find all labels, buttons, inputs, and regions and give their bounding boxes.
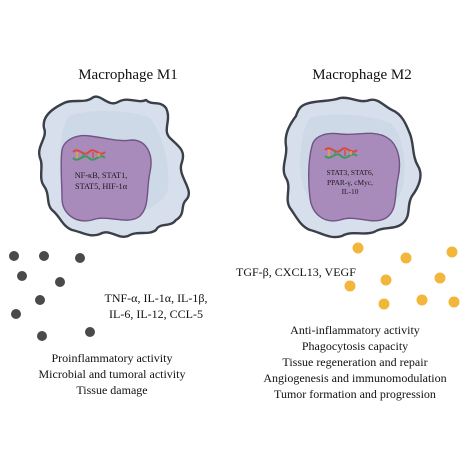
m2-particle bbox=[416, 294, 428, 306]
m2-cell bbox=[282, 96, 422, 239]
m1-particle bbox=[35, 295, 45, 305]
m2-particle bbox=[446, 246, 458, 258]
m2-activity: Angiogenesis and immunomodulation bbox=[263, 371, 447, 385]
m1-activity: Tissue damage bbox=[76, 383, 148, 397]
m2-activity: Anti-inflammatory activity bbox=[290, 323, 420, 337]
m2-nucleus-line: STAT3, STAT6, bbox=[326, 168, 374, 177]
m2-activities: Anti-inflammatory activity Phagocytosis … bbox=[236, 322, 474, 402]
m2-particle bbox=[400, 252, 412, 264]
m2-title: Macrophage M2 bbox=[312, 67, 412, 83]
dna-icon bbox=[324, 147, 358, 159]
m1-particles bbox=[9, 251, 95, 341]
m2-particle bbox=[378, 298, 390, 310]
m1-transcription-factors: NF-κB, STAT1, STAT5, HIF-1α bbox=[58, 170, 144, 192]
dna-icon bbox=[72, 149, 106, 161]
m1-title: Macrophage M1 bbox=[78, 67, 178, 83]
m2-cytokines: TGF-β, CXCL13, VEGF bbox=[236, 265, 356, 279]
m2-particles bbox=[344, 242, 460, 310]
m1-activity: Proinflammatory activity bbox=[51, 351, 173, 365]
m1-activities: Proinflammatory activity Microbial and t… bbox=[0, 350, 224, 398]
m2-particle bbox=[380, 274, 392, 286]
m2-activity: Phagocytosis capacity bbox=[301, 339, 409, 353]
m2-particle bbox=[352, 242, 364, 254]
m2-nucleus-line: IL-10 bbox=[341, 187, 359, 196]
m1-particle bbox=[55, 277, 65, 287]
m1-nucleus-line: STAT5, HIF-1α bbox=[74, 182, 128, 191]
m1-nucleus-line: NF-κB, STAT1, bbox=[74, 171, 128, 180]
m1-particle bbox=[39, 251, 49, 261]
m1-particle bbox=[11, 309, 21, 319]
m1-cytokine-line: IL-6, IL-12, CCL-5 bbox=[109, 307, 203, 321]
m1-activity: Microbial and tumoral activity bbox=[38, 367, 186, 381]
m2-nucleus bbox=[307, 132, 401, 222]
m1-cell bbox=[37, 95, 190, 239]
m2-particle bbox=[434, 272, 446, 284]
m1-particle bbox=[37, 331, 47, 341]
m1-particle bbox=[85, 327, 95, 337]
m2-activity: Tumor formation and progression bbox=[274, 387, 436, 401]
m1-particle bbox=[75, 253, 85, 263]
m2-particle bbox=[448, 296, 460, 308]
m1-particle bbox=[9, 251, 19, 261]
m1-particle bbox=[17, 271, 27, 281]
m2-particle bbox=[344, 280, 356, 292]
m2-activity: Tissue regeneration and repair bbox=[282, 355, 428, 369]
m1-cytokine-line: TNF-α, IL-1α, IL-1β, bbox=[104, 291, 208, 305]
m1-cytokines: TNF-α, IL-1α, IL-1β, IL-6, IL-12, CCL-5 bbox=[66, 290, 246, 322]
m2-transcription-factors: STAT3, STAT6, PPAR-γ, cMyc, IL-10 bbox=[312, 168, 388, 197]
m2-nucleus-line: PPAR-γ, cMyc, bbox=[327, 177, 373, 187]
